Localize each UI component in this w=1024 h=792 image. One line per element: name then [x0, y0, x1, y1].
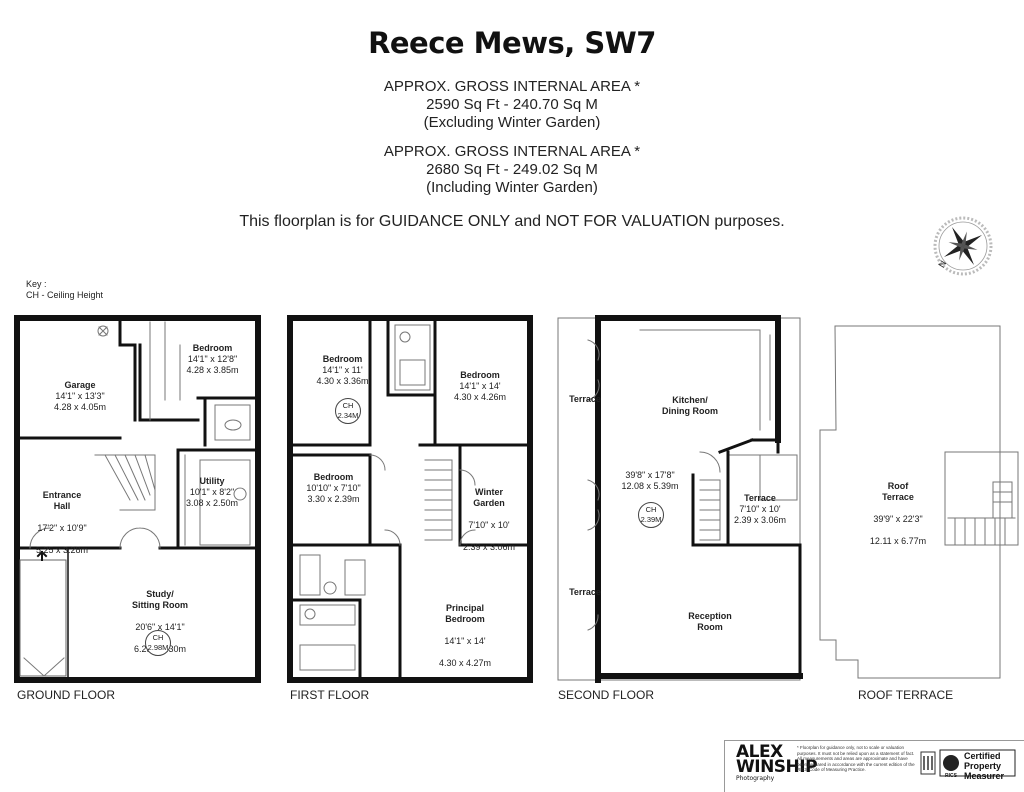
room-bedroom: Bedroom 14'1" x 12'8" 4.28 x 3.85m	[186, 343, 239, 375]
room-terrace: Terrace	[569, 587, 601, 597]
room-bedroom: Bedroom 10'10" x 7'10" 3.30 x 2.39m	[306, 472, 361, 504]
floor-label-ground: GROUND FLOOR	[17, 688, 116, 702]
room-terrace: Terrace 7'10" x 10' 2.39 x 3.06m	[733, 493, 787, 525]
key-title: Key :	[26, 279, 47, 289]
area-heading: APPROX. GROSS INTERNAL AREA *	[383, 78, 641, 95]
key-item: CH - Ceiling Height	[26, 290, 104, 300]
ground-floor-walls	[14, 315, 261, 683]
room-bedroom: Bedroom 14'1" x 11' 4.30 x 3.36m	[316, 354, 369, 386]
page-title: Reece Mews, SW7	[368, 26, 656, 60]
footer-panel	[724, 740, 1024, 792]
room-entrance-hall: Entrance Hall 17'2" x 10'9" 5.25 x 3.28m	[35, 490, 89, 555]
room-roof-terrace: Roof Terrace 39'9" x 22'3" 12.11 x 6.77m	[869, 481, 927, 546]
room-garage: Garage 14'1" x 13'3" 4.28 x 4.05m	[53, 380, 107, 412]
alex-winship-logo: ALEX WINSHIP Photography	[736, 742, 818, 783]
area-heading: APPROX. GROSS INTERNAL AREA *	[383, 143, 641, 160]
room-principal-bedroom: Principal Bedroom 14'1" x 14' 4.30 x 4.2…	[438, 603, 492, 668]
second-floor-walls	[557, 315, 803, 683]
area-excluding-block: APPROX. GROSS INTERNAL AREA * 2590 Sq Ft…	[0, 78, 1024, 132]
rics-text: RICS	[945, 773, 957, 779]
floor-label-first: FIRST FLOOR	[290, 688, 370, 702]
footer-fine-print: * Floorplan for guidance only, not to sc…	[797, 745, 915, 772]
room-kitchen-dining: Kitchen/ Dining Room	[662, 395, 718, 416]
first-floor-walls	[287, 315, 533, 683]
guidance-disclaimer: This floorplan is for GUIDANCE ONLY and …	[239, 213, 785, 230]
room-utility: Utility 10'1" x 8'2" 3.08 x 2.50m	[185, 476, 239, 508]
area-note: (Including Winter Garden)	[426, 179, 598, 196]
room-reception: Reception Room	[688, 611, 732, 632]
floor-label-roof: ROOF TERRACE	[858, 688, 954, 702]
room-bedroom: Bedroom 14'1" x 14' 4.30 x 4.26m	[453, 370, 507, 402]
room-terrace: Terrace	[569, 394, 601, 404]
area-size: 2680 Sq Ft - 249.02 Sq M	[426, 161, 598, 178]
room-main-open-plan: 39'8" x 17'8" 12.08 x 5.39m	[621, 470, 679, 491]
ceiling-height-badge: CH 2.39M	[638, 502, 664, 528]
certified-measurer-text: Certified Property Measurer	[964, 751, 1005, 781]
area-size: 2590 Sq Ft - 240.70 Sq M	[426, 96, 598, 113]
area-note: (Excluding Winter Garden)	[423, 114, 601, 131]
ceiling-height-badge: CH 2.34M	[335, 398, 361, 424]
area-including-block: APPROX. GROSS INTERNAL AREA * 2680 Sq Ft…	[0, 143, 1024, 197]
ceiling-height-badge: CH 2.98M	[145, 630, 171, 656]
roof-terrace-outline	[819, 325, 1019, 679]
key-legend: Key : CH - Ceiling Height	[26, 279, 103, 301]
floor-label-second: SECOND FLOOR	[558, 688, 655, 702]
room-winter-garden: Winter Garden 7'10" x 10' 2.39 x 3.06m	[462, 487, 516, 552]
